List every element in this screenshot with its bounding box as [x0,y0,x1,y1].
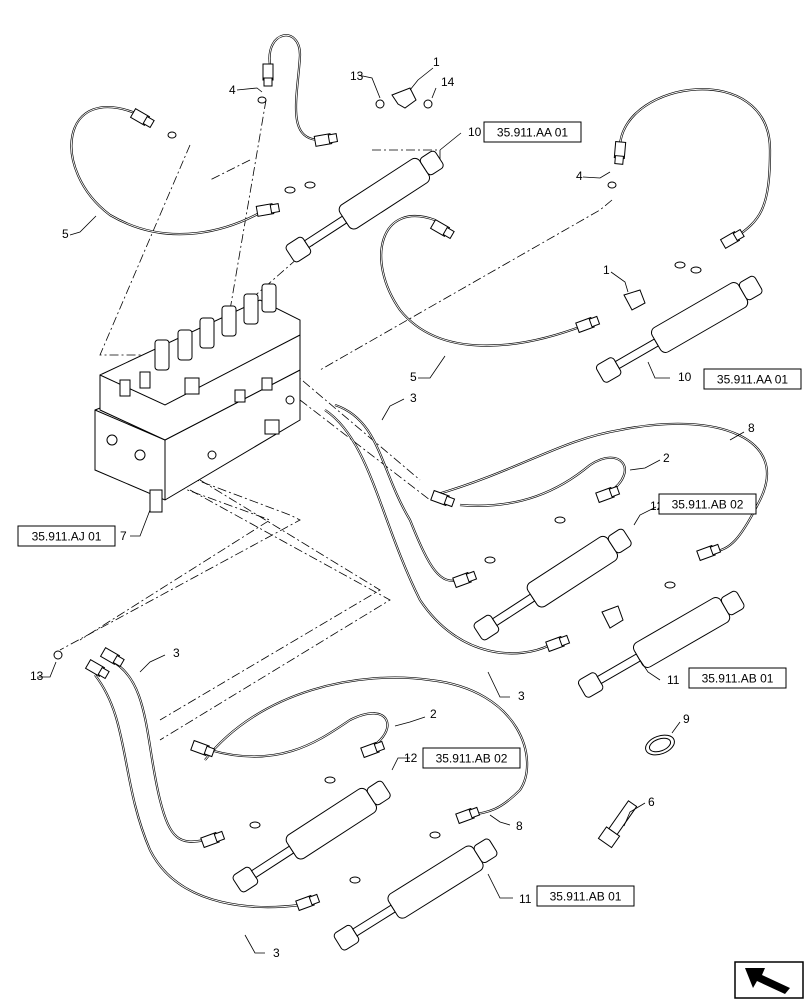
reference-label: 35.911.AB 01 [702,672,774,686]
cylinders [232,150,763,951]
reference-box-7[interactable]: 35.911.AB 01 [536,885,635,907]
callout-21: 9 [683,712,690,726]
callout-22: 12 [404,751,418,765]
callout-4: 4 [229,83,236,97]
reference-box-4[interactable]: 35.911.AJ 01 [17,525,116,547]
callout-17: 3 [173,646,180,660]
seal-rings [53,96,702,884]
bolt [597,800,638,849]
callout-2: 13 [350,69,364,83]
reference-label: 35.911.AB 02 [436,752,508,766]
callout-8: 1 [603,263,610,277]
callout-19: 3 [518,689,525,703]
callout-18: 11 [667,673,680,687]
callout-12: 8 [748,421,755,435]
callout-23: 6 [648,795,655,809]
reference-box-5[interactable]: 35.911.AB 01 [688,667,787,689]
callout-20: 2 [430,707,437,721]
hose-fittings [84,63,745,912]
reference-box-2[interactable]: 35.911.AA 01 [703,368,802,390]
callout-3: 14 [441,75,455,89]
callout-26: 3 [273,946,280,960]
reference-box-6[interactable]: 35.911.AB 02 [422,747,521,769]
reference-label: 35.911.AB 01 [550,890,622,904]
reference-label: 35.911.AA 01 [497,126,569,140]
reference-boxes: 35.911.AA 01 35.911.AA 01 35.911.AB 02 35.9… [17,121,802,907]
valve-block [94,283,301,513]
callout-11: 3 [410,391,417,405]
callout-13: 2 [663,451,670,465]
hoses [70,34,772,909]
reference-box-1[interactable]: 35.911.AA 01 [483,121,582,143]
callout-10: 10 [678,370,692,384]
callout-9: 5 [410,370,417,384]
reference-label: 35.911.AB 02 [672,498,744,512]
callout-1: 1 [433,55,440,69]
elbow-fitting [391,87,646,629]
callout-15: 7 [120,529,127,543]
reference-label: 35.911.AJ 01 [32,530,102,544]
callout-5: 10 [468,125,482,139]
callout-25: 11 [519,892,532,906]
callout-7: 5 [62,227,69,241]
leader-lines [37,67,745,954]
callout-16: 13 [30,669,44,683]
hose-clamp [645,734,675,756]
callout-24: 8 [516,819,523,833]
reference-label: 35.911.AA 01 [717,373,789,387]
navigation-arrow-icon[interactable] [734,961,804,999]
reference-box-3[interactable]: 35.911.AB 02 [658,493,757,515]
callout-6: 4 [576,169,583,183]
